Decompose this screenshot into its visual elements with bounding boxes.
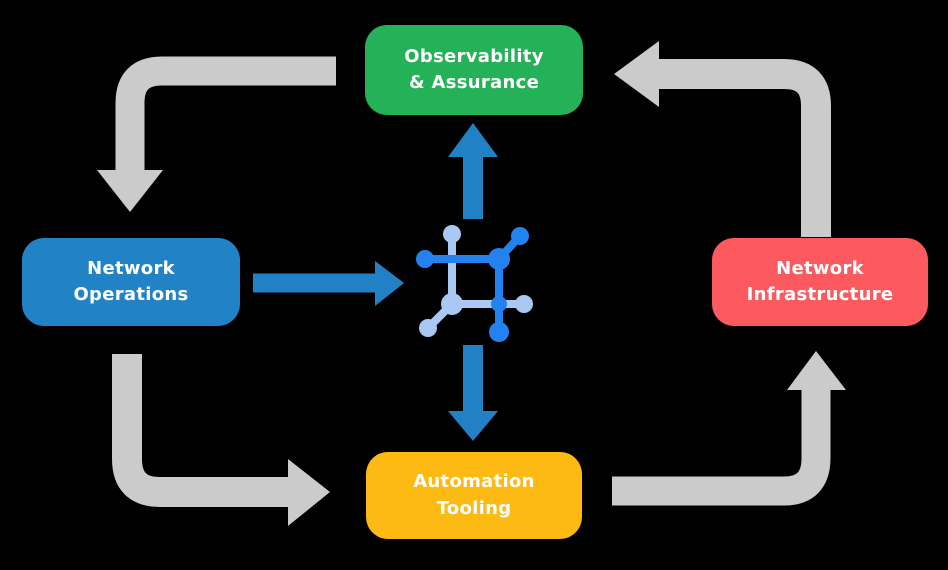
arrow-center-to-automation <box>448 345 498 441</box>
arrow-automation-to-infrastructure <box>612 351 846 506</box>
icon-light-parts <box>419 225 533 337</box>
icon-dark-parts <box>416 227 529 342</box>
arrow-center-to-observability <box>448 123 498 219</box>
node-label-automation-tooling: Automation Tooling <box>413 471 535 519</box>
network-automation-icon <box>416 225 533 342</box>
arrow-observability-to-operations <box>97 56 336 212</box>
node-network-infrastructure: Network Infrastructure <box>712 238 928 326</box>
arrow-operations-to-center <box>253 261 404 306</box>
node-automation-tooling: Automation Tooling <box>366 452 582 539</box>
arrow-operations-to-automation <box>112 354 330 526</box>
node-label-network-infrastructure: Network Infrastructure <box>746 257 894 305</box>
node-observability-assurance: Observability & Assurance <box>365 25 583 115</box>
arrow-infrastructure-to-observability <box>614 41 831 237</box>
node-label-observability-assurance: Observability & Assurance <box>404 45 544 93</box>
node-label-network-operations: Network Operations <box>73 257 189 305</box>
node-network-operations: Network Operations <box>22 238 240 326</box>
